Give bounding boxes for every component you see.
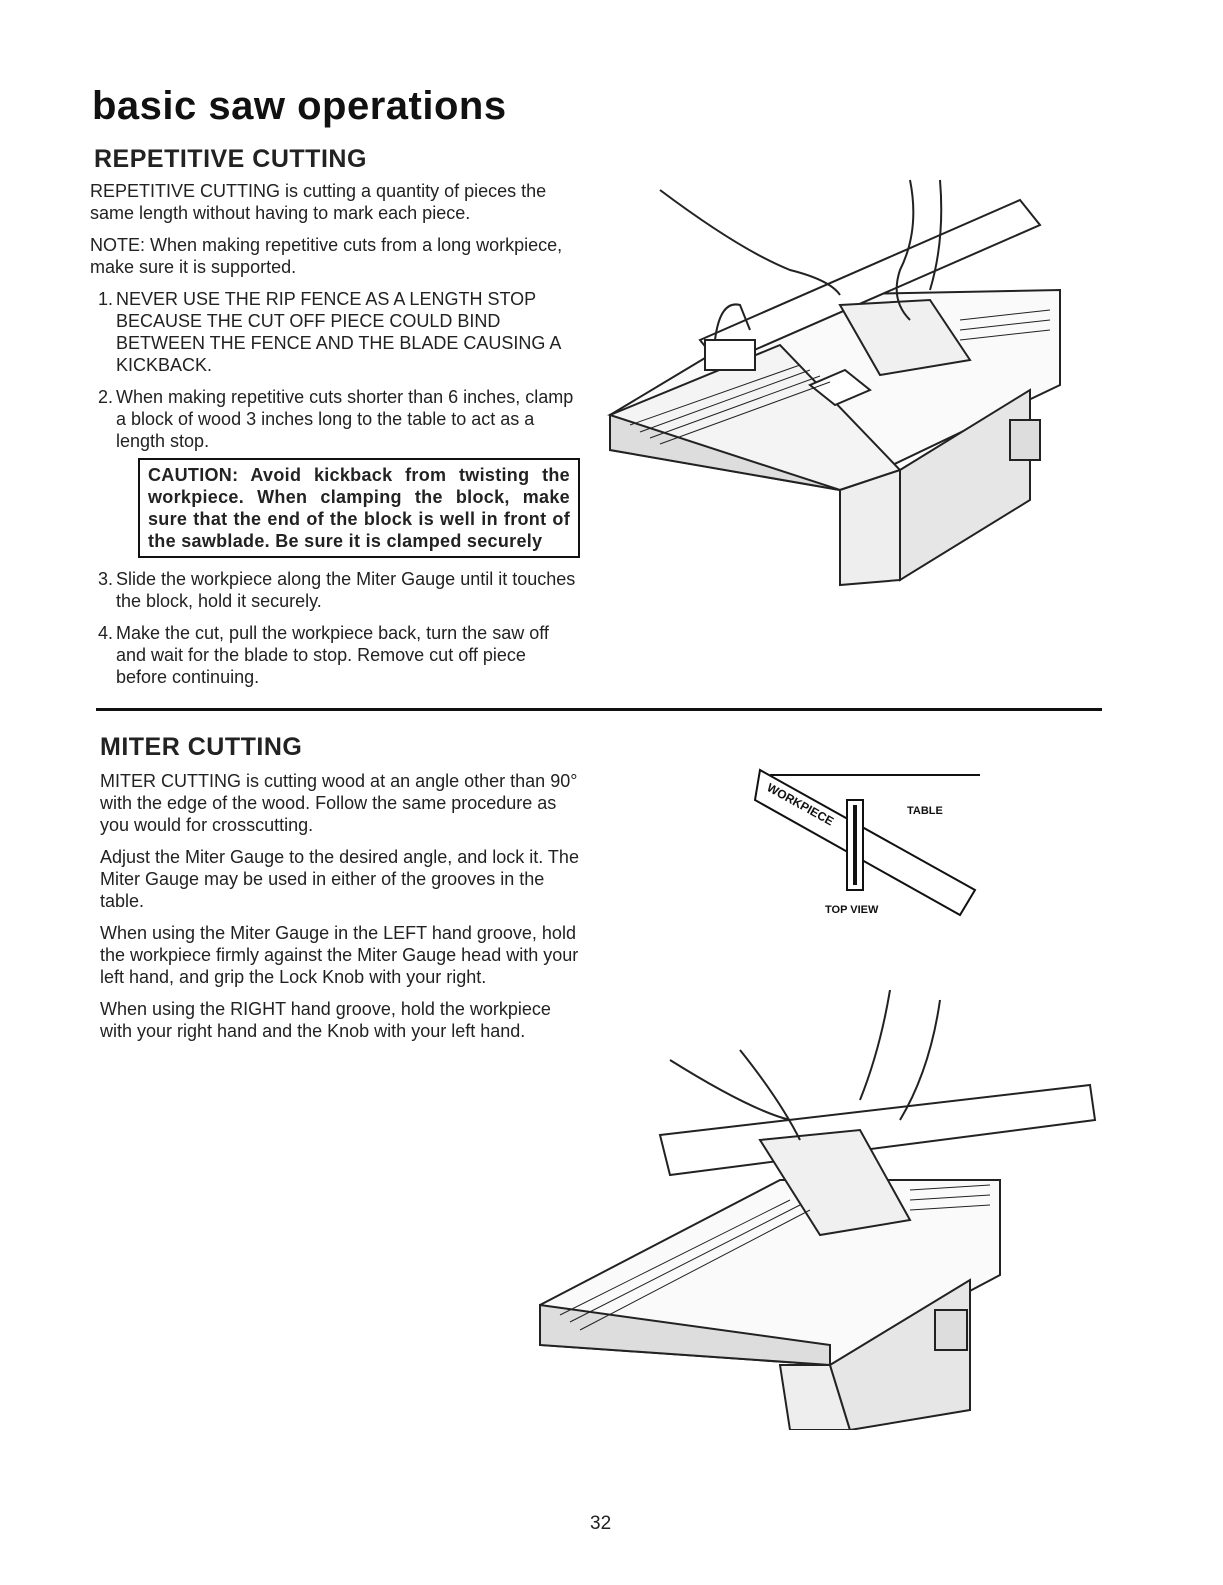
- miter-paragraph: When using the Miter Gauge in the LEFT h…: [100, 923, 579, 987]
- repetitive-steps: 1. NEVER USE THE RIP FENCE AS A LENGTH S…: [90, 288, 580, 688]
- repetitive-note: NOTE: When making repetitive cuts from a…: [90, 235, 563, 277]
- repetitive-cutting-text: REPETITIVE CUTTING is cutting a quantity…: [90, 180, 580, 698]
- page-title: basic saw operations: [92, 84, 507, 128]
- repetitive-cut-illustration: [607, 179, 1061, 587]
- list-item: 3. Slide the workpiece along the Miter G…: [98, 569, 576, 611]
- page-number: 32: [590, 1513, 612, 1534]
- caution-box: CAUTION: Avoid kickback from twisting th…: [138, 458, 580, 558]
- section-divider: [96, 708, 1102, 711]
- list-item: 2. When making repetitive cuts shorter t…: [90, 386, 580, 558]
- top-view-diagram: WORKPIECE TABLE TOP VIEW: [753, 768, 980, 917]
- list-item: 4. Make the cut, pull the workpiece back…: [98, 623, 549, 687]
- miter-cut-illustration: [539, 990, 1097, 1430]
- list-item: 1. NEVER USE THE RIP FENCE AS A LENGTH S…: [98, 289, 561, 375]
- miter-paragraph: When using the RIGHT hand groove, hold t…: [100, 999, 551, 1041]
- miter-paragraph: MITER CUTTING is cutting wood at an angl…: [100, 771, 578, 835]
- top-view-label: TOP VIEW: [825, 904, 879, 916]
- repetitive-cutting-heading: REPETITIVE CUTTING: [94, 145, 367, 173]
- repetitive-intro: REPETITIVE CUTTING is cutting a quantity…: [90, 181, 547, 223]
- table-label: TABLE: [907, 805, 943, 817]
- miter-cutting-text: MITER CUTTING is cutting wood at an angl…: [100, 770, 580, 1052]
- miter-cutting-heading: MITER CUTTING: [100, 733, 303, 761]
- miter-paragraph: Adjust the Miter Gauge to the desired an…: [100, 847, 579, 911]
